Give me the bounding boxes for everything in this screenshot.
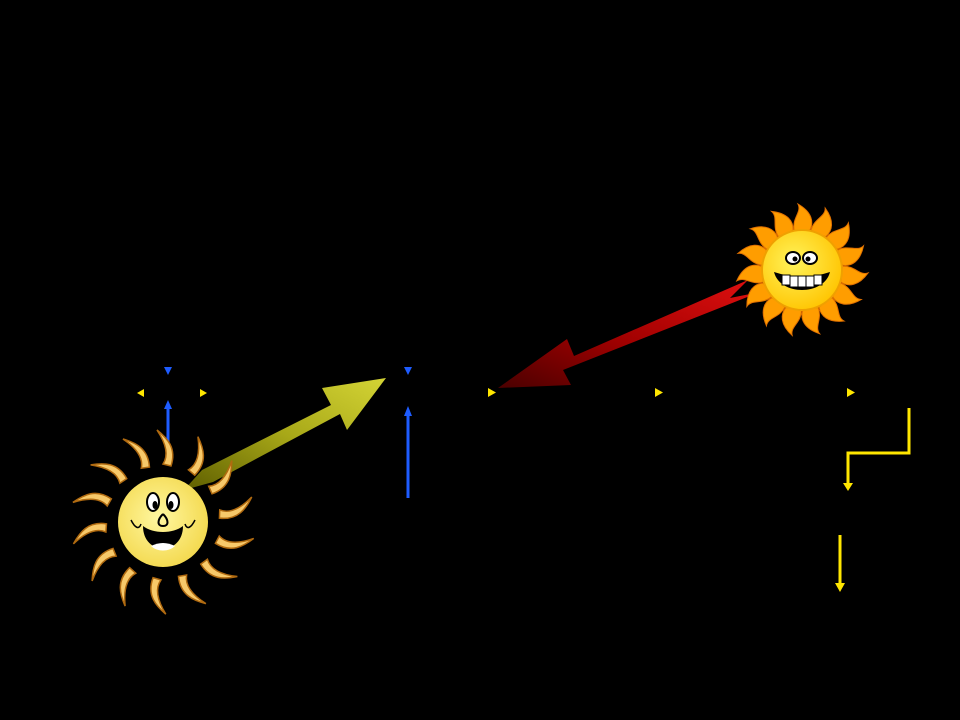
blue-up-arrow-middle-head — [404, 406, 412, 416]
yellow-step-arrow-head — [843, 483, 853, 491]
left-sun-face — [118, 477, 208, 567]
blue-up-arrow-left-head — [164, 400, 172, 409]
olive-ray-arrow — [184, 378, 386, 490]
blue-down-marker-left — [164, 367, 172, 375]
yellow-down-arrow-head — [835, 583, 845, 592]
smiling-sun-icon — [72, 429, 255, 615]
middle-marker-group — [404, 367, 412, 498]
red-ray-arrow — [498, 280, 760, 388]
yellow-right-marker-1 — [488, 388, 496, 397]
yellow-right-marker-3 — [847, 388, 855, 397]
right-sun-face — [761, 229, 843, 311]
yellow-right-marker-2 — [655, 388, 663, 397]
yellow-step-arrow — [846, 408, 911, 484]
grinning-sun-icon — [735, 202, 870, 337]
yellow-left-marker — [137, 389, 144, 397]
blue-down-marker-middle — [404, 367, 412, 375]
yellow-right-marker-left — [200, 389, 207, 397]
